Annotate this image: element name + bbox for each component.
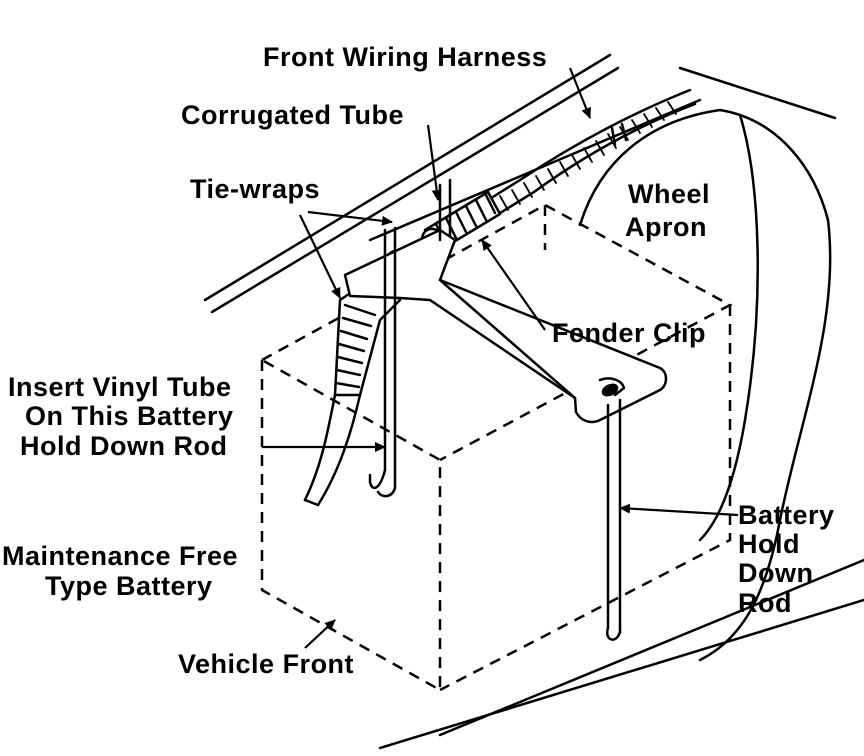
- label-front-wiring-harness: Front Wiring Harness: [263, 42, 547, 72]
- front-wiring-harness: [478, 88, 697, 220]
- label-insert-vinyl-line2: On This Battery: [25, 401, 234, 431]
- label-insert-vinyl-line1: Insert Vinyl Tube: [8, 372, 232, 402]
- label-battery-rod-line4: Rod: [738, 588, 792, 618]
- labels: Front Wiring Harness Corrugated Tube Tie…: [2, 42, 835, 679]
- label-vehicle-front: Vehicle Front: [178, 649, 354, 679]
- label-insert-vinyl-line3: Hold Down Rod: [20, 431, 227, 461]
- label-maintenance-line2: Type Battery: [45, 571, 213, 601]
- label-tie-wraps: Tie-wraps: [190, 174, 320, 204]
- label-battery-rod-line1: Battery: [738, 500, 835, 530]
- label-fender-clip: Fender Clip: [552, 318, 706, 348]
- fender-clip: [343, 228, 668, 424]
- label-maintenance-line1: Maintenance Free: [2, 541, 238, 571]
- label-wheel-apron-line1: Wheel: [628, 179, 710, 209]
- label-battery-rod-line3: Down: [738, 558, 814, 588]
- label-wheel-apron-line2: Apron: [625, 212, 707, 242]
- wheel-apron-outline: [378, 66, 864, 750]
- battery-hold-down-rod: [605, 398, 622, 641]
- leader-lines: [262, 67, 739, 649]
- label-battery-rod-line2: Hold: [738, 529, 800, 559]
- label-corrugated-tube: Corrugated Tube: [181, 100, 404, 130]
